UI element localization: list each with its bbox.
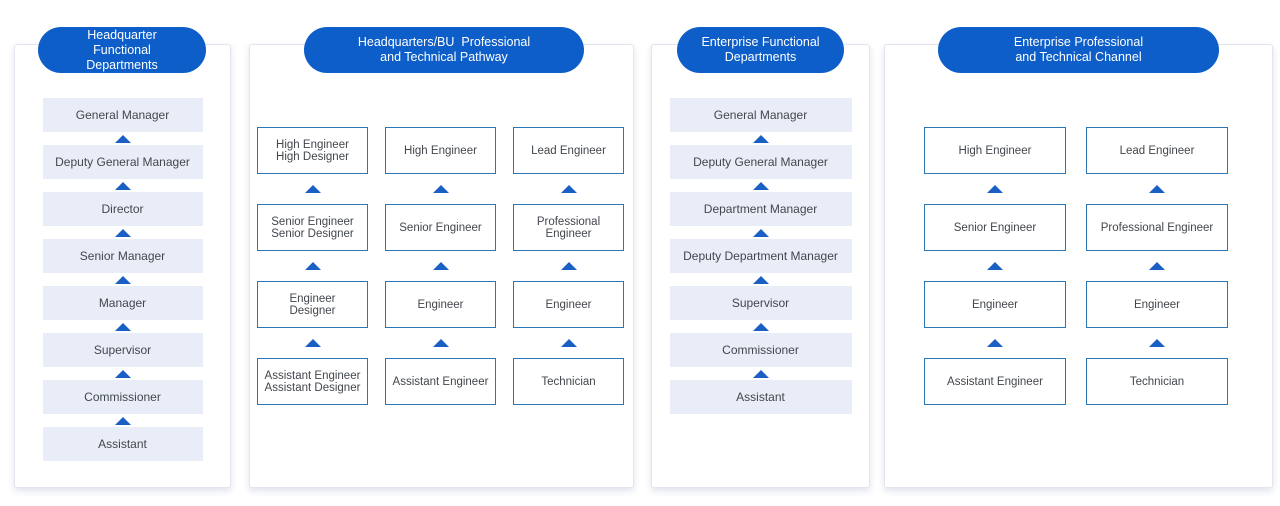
level-box: Senior Engineer Senior Designer <box>257 204 368 251</box>
level-box: High Engineer <box>385 127 496 174</box>
level-stack: General Manager Deputy General Manager D… <box>15 45 230 461</box>
level-box: Assistant Engineer <box>385 358 496 405</box>
column-title-pill-hq-professional: Headquarters/BU Professional and Technic… <box>304 27 584 73</box>
column-title-pill-hq-functional: Headquarter Functional Departments <box>38 27 206 73</box>
arrow-up-icon <box>1149 262 1165 270</box>
level-box: Senior Engineer <box>385 204 496 251</box>
level-box: Supervisor <box>42 333 203 367</box>
arrow-up-icon <box>752 369 769 378</box>
arrow-up-icon <box>752 181 769 190</box>
level-box: Senior Manager <box>42 239 203 273</box>
level-stack: General Manager Deputy General Manager D… <box>652 45 869 414</box>
level-box: High Engineer High Designer <box>257 127 368 174</box>
level-box: Deputy General Manager <box>669 145 852 179</box>
arrow-up-icon <box>1149 339 1165 347</box>
arrow-up-icon <box>752 275 769 284</box>
arrow-up-icon <box>560 339 577 347</box>
arrow-up-icon <box>560 262 577 270</box>
arrow-up-icon <box>432 185 449 193</box>
level-box: High Engineer <box>924 127 1066 174</box>
arrow-up-icon <box>114 228 131 237</box>
arrow-up-icon <box>987 185 1003 193</box>
level-box: Director <box>42 192 203 226</box>
level-box: Assistant Engineer <box>924 358 1066 405</box>
level-box: Technician <box>1086 358 1228 405</box>
level-box: Engineer <box>924 281 1066 328</box>
arrow-up-icon <box>304 262 321 270</box>
level-box: Supervisor <box>669 286 852 320</box>
pathway-lane-engineer: High Engineer Senior Engineer Engineer A… <box>924 127 1066 405</box>
level-box: Engineer Designer <box>257 281 368 328</box>
arrow-up-icon <box>1149 185 1165 193</box>
panel-enterprise-functional: General Manager Deputy General Manager D… <box>651 44 870 488</box>
pathway-lane-engineer: High Engineer Senior Engineer Engineer A… <box>385 127 496 405</box>
level-box: Deputy General Manager <box>42 145 203 179</box>
level-box: Senior Engineer <box>924 204 1066 251</box>
arrow-up-icon <box>304 185 321 193</box>
level-box: Lead Engineer <box>1086 127 1228 174</box>
arrow-up-icon <box>752 322 769 331</box>
pathway-lane-designer: High Engineer High Designer Senior Engin… <box>257 127 368 405</box>
level-box: Lead Engineer <box>513 127 624 174</box>
pathway-lane-technical: Lead Engineer Professional Engineer Engi… <box>513 127 624 405</box>
arrow-up-icon <box>432 262 449 270</box>
level-box: Professional Engineer <box>513 204 624 251</box>
column-title-pill-enterprise-professional: Enterprise Professional and Technical Ch… <box>938 27 1219 73</box>
arrow-up-icon <box>304 339 321 347</box>
level-box: Assistant <box>42 427 203 461</box>
level-box: General Manager <box>42 98 203 132</box>
level-box: General Manager <box>669 98 852 132</box>
level-box: Engineer <box>385 281 496 328</box>
level-box: Engineer <box>513 281 624 328</box>
panel-hq-professional-technical: High Engineer High Designer Senior Engin… <box>249 44 634 488</box>
column-title-pill-enterprise-functional: Enterprise Functional Departments <box>677 27 844 73</box>
arrow-up-icon <box>560 185 577 193</box>
level-box: Assistant Engineer Assistant Designer <box>257 358 368 405</box>
arrow-up-icon <box>752 134 769 143</box>
level-box: Engineer <box>1086 281 1228 328</box>
level-box: Manager <box>42 286 203 320</box>
panel-enterprise-professional-technical: High Engineer Senior Engineer Engineer A… <box>884 44 1273 488</box>
arrow-up-icon <box>752 228 769 237</box>
pathway-lane-technical: Lead Engineer Professional Engineer Engi… <box>1086 127 1228 405</box>
arrow-up-icon <box>987 339 1003 347</box>
level-box: Technician <box>513 358 624 405</box>
pathway-lanes: High Engineer High Designer Senior Engin… <box>250 45 633 405</box>
arrow-up-icon <box>114 416 131 425</box>
arrow-up-icon <box>114 322 131 331</box>
level-box: Deputy Department Manager <box>669 239 852 273</box>
arrow-up-icon <box>114 369 131 378</box>
level-box: Professional Engineer <box>1086 204 1228 251</box>
pathway-lanes: High Engineer Senior Engineer Engineer A… <box>885 45 1272 405</box>
arrow-up-icon <box>114 275 131 284</box>
arrow-up-icon <box>432 339 449 347</box>
arrow-up-icon <box>114 181 131 190</box>
level-box: Assistant <box>669 380 852 414</box>
level-box: Department Manager <box>669 192 852 226</box>
arrow-up-icon <box>114 134 131 143</box>
panel-headquarter-functional: General Manager Deputy General Manager D… <box>14 44 231 488</box>
level-box: Commissioner <box>669 333 852 367</box>
level-box: Commissioner <box>42 380 203 414</box>
arrow-up-icon <box>987 262 1003 270</box>
